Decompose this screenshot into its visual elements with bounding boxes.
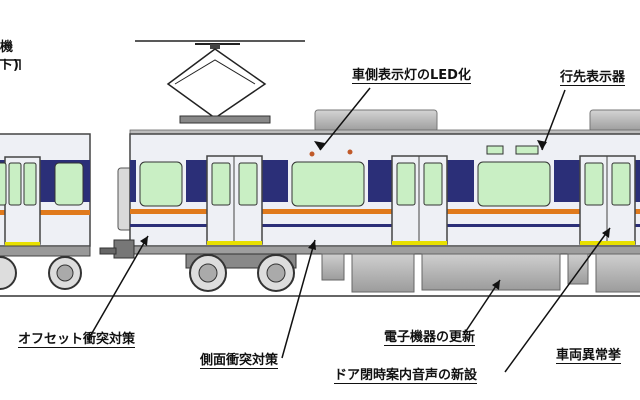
label-led-side-indicator: 車側表示灯のLED化 — [352, 68, 471, 84]
main-car — [117, 133, 640, 255]
door-3 — [579, 155, 636, 245]
left-car — [0, 133, 91, 290]
led-lamp-1 — [309, 151, 315, 157]
label-destination-display: 行先表示器 — [560, 70, 626, 86]
door-1 — [206, 155, 263, 245]
label-top-left-1: 機 — [0, 40, 14, 55]
label-top-left-2: ト) — [0, 58, 19, 73]
label-side-collision: 側面衝突対策 — [200, 353, 279, 369]
label-vehicle-abnormal: 車両異常挙 — [556, 348, 622, 364]
label-door-close-announcement: ドア閉時案内音声の新設 — [334, 368, 478, 384]
leader-lines — [0, 59, 611, 373]
door-2 — [391, 155, 448, 245]
bogie-left — [185, 253, 297, 292]
label-electronics-update: 電子機器の更新 — [384, 330, 476, 346]
underfloor-equipment — [321, 253, 640, 293]
coupler — [99, 239, 135, 259]
led-lamp-2 — [347, 149, 353, 155]
label-offset-collision: オフセット衝突対策 — [18, 332, 136, 348]
pantograph — [135, 40, 305, 124]
